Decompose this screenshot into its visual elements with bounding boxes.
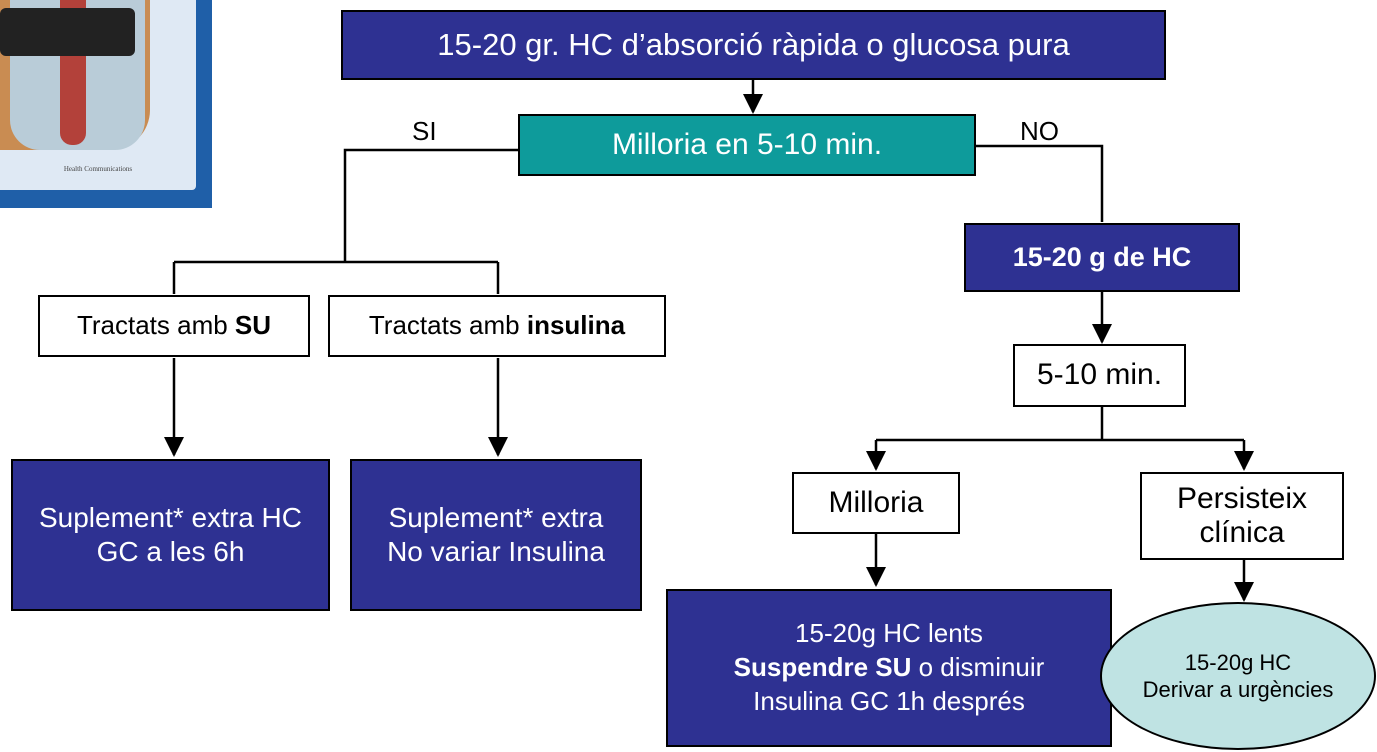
su-action-node: Suplement* extra HC GC a les 6h — [11, 459, 330, 611]
branch-no-label: NO — [1020, 116, 1059, 146]
improvement-check-label: Milloria en 5-10 min. — [611, 127, 883, 161]
urgent-line1: 15-20g HC — [1184, 649, 1292, 675]
su-action-line1: Suplement* extra HC — [38, 501, 302, 533]
insulin-treatment-bold: insulina — [526, 310, 626, 341]
final-line2: Suspendre SU o disminuir — [734, 651, 1045, 685]
start-node-label: 15-20 gr. HC d’absorció ràpida o glucosa… — [437, 27, 1070, 63]
persists-line2: clínica — [1199, 516, 1285, 549]
persists-line1: Persisteix — [1176, 481, 1308, 515]
line-no-branch — [976, 144, 1104, 222]
su-treatment-bold: SU — [234, 310, 272, 341]
repeat-hc-label: 15-20 g de HC — [1012, 242, 1192, 273]
start-node: 15-20 gr. HC d’absorció ràpida o glucosa… — [341, 10, 1166, 80]
su-action-line2: GC a les 6h — [96, 536, 245, 567]
illustration-photo: Health Communications — [0, 0, 212, 208]
insulin-treatment-node: Tractats amb insulina — [328, 295, 666, 357]
improvement-check-node: Milloria en 5-10 min. — [518, 114, 976, 176]
urgent-line2: Derivar a urgències — [1142, 677, 1334, 702]
insulin-action-line2: No variar Insulina — [387, 536, 605, 567]
final-line3: Insulina GC 1h després — [753, 685, 1025, 716]
insulin-action-line1: Suplement* extra — [388, 501, 604, 533]
final-action-node: 15-20g HC lents Suspendre SU o disminuir… — [666, 589, 1112, 747]
urgent-node: 15-20g HC Derivar a urgències — [1100, 602, 1376, 750]
persists-node: Persisteix clínica — [1140, 472, 1344, 560]
insulin-action-node: Suplement* extra No variar Insulina — [350, 459, 642, 611]
book-icon — [0, 8, 135, 56]
final-line1: 15-20g HC lents — [795, 618, 983, 649]
photo-caption: Health Communications — [63, 165, 133, 173]
final-line2-rest: o disminuir — [911, 652, 1045, 683]
insulin-treatment-prefix: Tractats amb — [368, 310, 527, 341]
repeat-hc-node: 15-20 g de HC — [964, 223, 1240, 292]
improved-node: Milloria — [792, 472, 960, 534]
final-line2-bold: Suspendre SU — [733, 652, 912, 683]
branch-yes-label: SI — [412, 116, 437, 146]
improved-label: Milloria — [828, 485, 924, 519]
su-treatment-prefix: Tractats amb — [76, 310, 235, 341]
line-si-branch — [343, 148, 518, 262]
photo-card: Health Communications — [0, 0, 196, 190]
wait-label: 5-10 min. — [1036, 358, 1163, 392]
su-treatment-node: Tractats amb SU — [38, 295, 310, 357]
wait-node: 5-10 min. — [1013, 344, 1186, 407]
